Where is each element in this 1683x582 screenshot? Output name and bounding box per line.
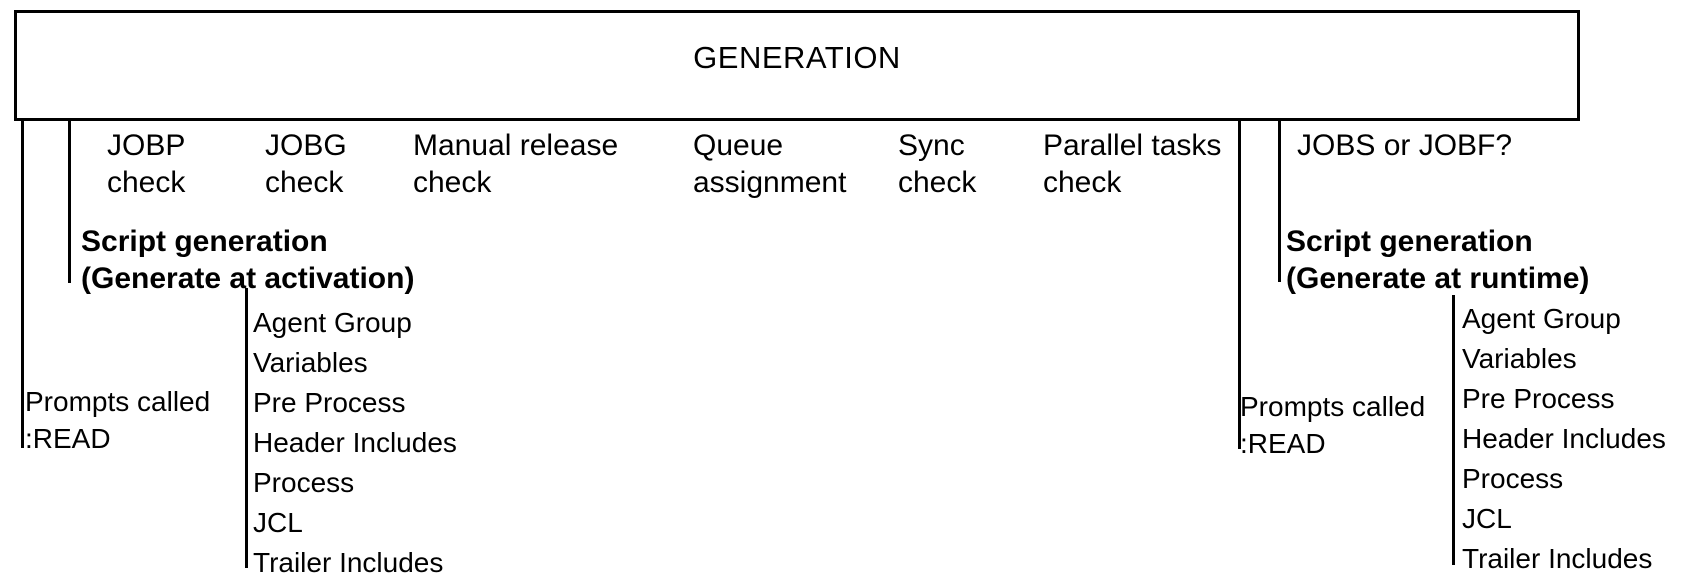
heading-line: Script generation <box>1286 225 1533 258</box>
script-parts-list-right: Agent Group Variables Pre Process Header… <box>1462 299 1666 579</box>
script-parts-list-left: Agent Group Variables Pre Process Header… <box>253 303 457 582</box>
list-item: Header Includes <box>253 427 457 458</box>
list-item: Variables <box>1462 343 1577 374</box>
generation-box: GENERATION <box>14 10 1580 121</box>
heading-script-generation-runtime: Script generation (Generate at runtime) <box>1286 223 1589 297</box>
prompts-line: Prompts called <box>25 386 211 417</box>
list-item: Pre Process <box>253 387 406 418</box>
list-rule-right <box>1452 295 1455 565</box>
step-queue-assignment: Queue assignment <box>693 127 846 201</box>
list-item: Agent Group <box>1462 303 1621 334</box>
list-item: Agent Group <box>253 307 412 338</box>
prompts-called-right: Prompts called :READ <box>1240 388 1425 462</box>
step-manual-release-check: Manual release check <box>413 127 618 201</box>
step-label-line: Manual release <box>413 129 619 162</box>
list-item: JCL <box>1462 503 1512 534</box>
step-label-line: assignment <box>693 166 847 199</box>
list-item: Pre Process <box>1462 383 1615 414</box>
step-parallel-tasks-check: Parallel tasks check <box>1043 127 1221 201</box>
step-label-line: check <box>413 166 492 199</box>
connector-left-prompts-line <box>21 121 24 448</box>
step-label-line: check <box>107 166 186 199</box>
step-label-line: Parallel tasks <box>1043 129 1222 162</box>
connector-right-prompts-line <box>1238 121 1241 449</box>
list-item: Process <box>1462 463 1564 494</box>
step-jobs-or-jobf-question: JOBS or JOBF? <box>1297 127 1512 164</box>
step-label-line: check <box>898 166 977 199</box>
list-item: Header Includes <box>1462 423 1666 454</box>
connector-left-activation-line <box>68 121 71 283</box>
step-label-line: Queue <box>693 129 784 162</box>
heading-line: Script generation <box>81 225 328 258</box>
step-label-line: JOBG <box>265 129 347 162</box>
list-item: Variables <box>253 347 368 378</box>
list-item: JCL <box>253 507 303 538</box>
list-item: Trailer Includes <box>1462 543 1653 574</box>
prompts-line: :READ <box>25 423 111 454</box>
step-label-line: check <box>1043 166 1122 199</box>
heading-script-generation-activation: Script generation (Generate at activatio… <box>81 223 414 297</box>
prompts-line: Prompts called <box>1240 391 1426 422</box>
heading-line: (Generate at runtime) <box>1286 262 1590 295</box>
step-label-line: check <box>265 166 344 199</box>
prompts-line: :READ <box>1240 428 1326 459</box>
prompts-called-left: Prompts called :READ <box>25 383 210 457</box>
list-rule-left <box>245 288 248 568</box>
step-jobg-check: JOBG check <box>265 127 347 201</box>
step-label-line: JOBP <box>107 129 186 162</box>
heading-line: (Generate at activation) <box>81 262 415 295</box>
connector-right-runtime-line <box>1278 121 1281 282</box>
step-sync-check: Sync check <box>898 127 976 201</box>
step-jobp-check: JOBP check <box>107 127 185 201</box>
step-label-line: JOBS or JOBF? <box>1297 129 1513 162</box>
generation-title: GENERATION <box>693 39 901 75</box>
list-item: Trailer Includes <box>253 547 444 578</box>
step-label-line: Sync <box>898 129 965 162</box>
list-item: Process <box>253 467 355 498</box>
